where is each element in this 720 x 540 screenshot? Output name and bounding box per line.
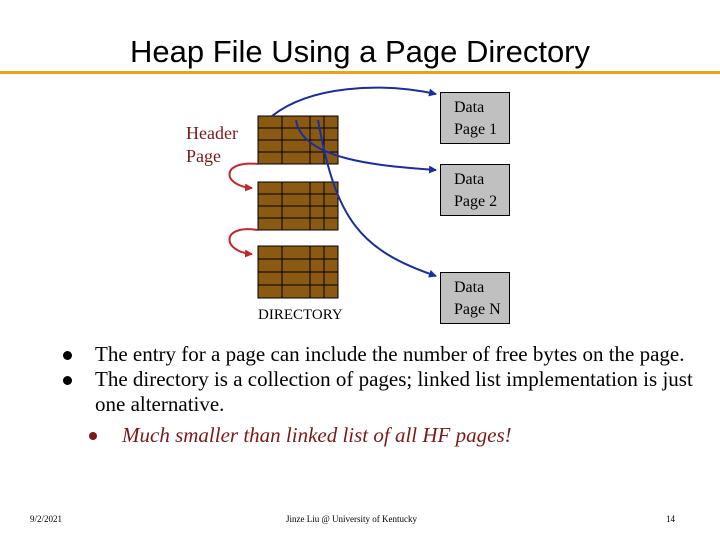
header-label-line1: Header bbox=[186, 123, 238, 143]
pointer-arrow-page-n bbox=[317, 119, 437, 278]
header-page-label: Header Page bbox=[186, 122, 238, 168]
data-page-n: Data Page N bbox=[440, 272, 510, 324]
directory-page-2 bbox=[257, 181, 339, 231]
data-page-n-line2: Page N bbox=[454, 301, 501, 318]
data-page-2-line1: Data bbox=[454, 171, 485, 188]
sub-bullet-item: Much smaller than linked list of all HF … bbox=[60, 423, 700, 448]
bullet-list: The entry for a page can include the num… bbox=[60, 342, 700, 448]
link-arrow-1 bbox=[228, 162, 259, 192]
data-page-2-line2: Page 2 bbox=[454, 193, 498, 210]
data-page-1-line2: Page 1 bbox=[454, 121, 498, 138]
bullet-text: The entry for a page can include the num… bbox=[95, 342, 685, 366]
pointer-arrow-page-2 bbox=[295, 119, 437, 174]
footer-page-number: 14 bbox=[666, 514, 675, 524]
header-label-line2: Page bbox=[186, 146, 221, 166]
data-page-1: Data Page 1 bbox=[440, 92, 510, 144]
link-arrow-2 bbox=[228, 228, 259, 258]
sub-bullet-text: Much smaller than linked list of all HF … bbox=[122, 423, 512, 447]
bullet-item: The directory is a collection of pages; … bbox=[60, 367, 700, 417]
bullet-dot-icon bbox=[63, 376, 72, 385]
data-page-n-line1: Data bbox=[454, 279, 485, 296]
sub-bullet-dot-icon bbox=[89, 432, 97, 440]
directory-page-n bbox=[257, 245, 339, 299]
footer-date: 9/2/2021 bbox=[30, 514, 63, 524]
data-page-2: Data Page 2 bbox=[440, 164, 510, 216]
footer-author: Jinze Liu @ University of Kentucky bbox=[286, 514, 418, 524]
bullet-dot-icon bbox=[63, 351, 72, 360]
data-page-1-line1: Data bbox=[454, 99, 485, 116]
bullet-item: The entry for a page can include the num… bbox=[60, 342, 700, 367]
title-divider bbox=[0, 71, 720, 74]
bullet-text: The directory is a collection of pages; … bbox=[95, 367, 693, 416]
slide-title: Heap File Using a Page Directory bbox=[129, 34, 591, 69]
directory-label: DIRECTORY bbox=[258, 307, 343, 323]
pointer-arrow-page-1 bbox=[271, 86, 437, 117]
